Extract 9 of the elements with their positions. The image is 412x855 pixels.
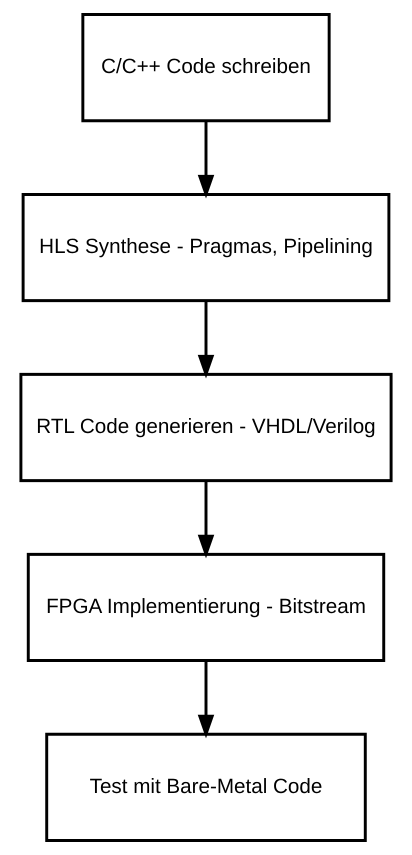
node-box: HLS Synthese - Pragmas, Pipelining [22,193,390,302]
arrow [198,480,214,558]
node-box: FPGA Implementierung - Bitstream [26,552,386,662]
node-box: RTL Code generieren - VHDL/Verilog [19,372,393,482]
arrow [198,300,214,378]
node-box: C/C++ Code schreiben [81,13,331,122]
arrow [198,660,214,738]
node-box: Test mit Bare-Metal Code [45,732,367,842]
arrow [198,120,214,199]
